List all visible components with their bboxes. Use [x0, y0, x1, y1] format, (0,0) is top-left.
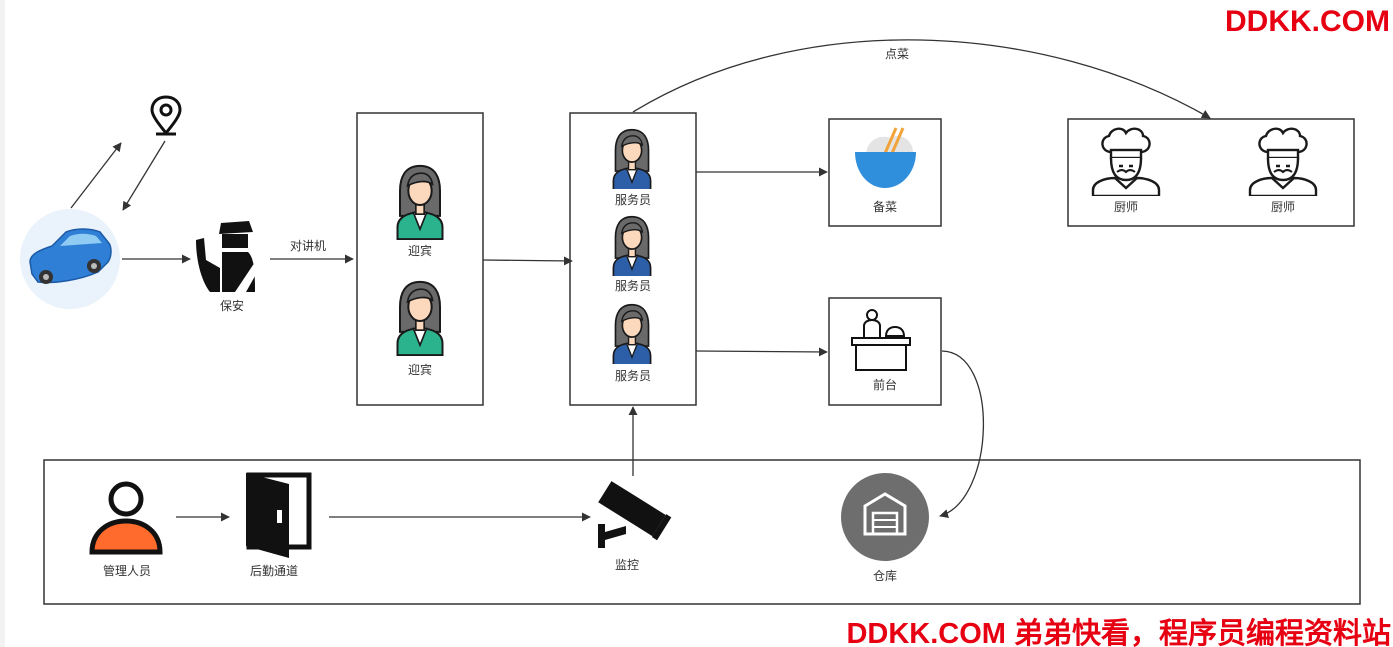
- woman-greeter-icon: [396, 280, 444, 356]
- woman-greeter-icon: [396, 164, 444, 240]
- greeter-1-label: 迎宾: [408, 243, 432, 258]
- edge-greeter-to-waiter: [482, 256, 573, 266]
- woman-waiter-icon: [612, 128, 652, 189]
- food-prep-label: 备菜: [873, 200, 897, 214]
- watermark-top: DDKK.COM: [1225, 5, 1390, 38]
- reception-desk-icon: [851, 309, 911, 371]
- watermark-bottom: DDKK.COM 弟弟快看，程序员编程资料站: [846, 616, 1391, 647]
- warehouse-label: 仓库: [873, 568, 897, 583]
- front-desk-node: [828, 297, 942, 406]
- greeter-2-label: 迎宾: [408, 362, 432, 377]
- security-guard-icon: [196, 221, 255, 292]
- back-passage-label: 后勤通道: [250, 564, 298, 578]
- location-pin-icon: [150, 95, 182, 136]
- waiter-2-label: 服务员: [615, 278, 651, 293]
- edge-location-to-car: [122, 140, 166, 211]
- guard-label: 保安: [220, 298, 244, 313]
- woman-waiter-icon: [612, 215, 652, 276]
- waiter-3-label: 服务员: [615, 368, 651, 383]
- chef-2-label: 厨师: [1271, 200, 1295, 214]
- back-office-area: [43, 459, 1361, 605]
- waiter-1-label: 服务员: [615, 192, 651, 207]
- greeter-group: [356, 112, 484, 406]
- edge-waiter-to-front-desk: [695, 347, 828, 357]
- warehouse-icon: [841, 473, 929, 561]
- edges: [70, 39, 1211, 522]
- person-icon: [89, 481, 163, 555]
- car-icon: [20, 209, 120, 309]
- chef-1-label: 厨师: [1114, 200, 1138, 214]
- edge-waiter-to-chef: [632, 39, 1211, 119]
- edge-label-intercom: 对讲机: [290, 238, 326, 253]
- edge-label-order: 点菜: [885, 47, 909, 61]
- left-gutter: [0, 0, 5, 647]
- manager-label: 管理人员: [103, 563, 151, 578]
- edge-front-desk-to-warehouse: [939, 350, 985, 519]
- camera-label: 监控: [615, 558, 639, 572]
- cctv-camera-icon: [598, 481, 672, 548]
- woman-waiter-icon: [612, 303, 652, 364]
- door-icon: [246, 472, 312, 558]
- front-desk-label: 前台: [873, 377, 897, 392]
- rice-bowl-icon: [855, 127, 916, 188]
- edge-car-to-location: [70, 142, 122, 209]
